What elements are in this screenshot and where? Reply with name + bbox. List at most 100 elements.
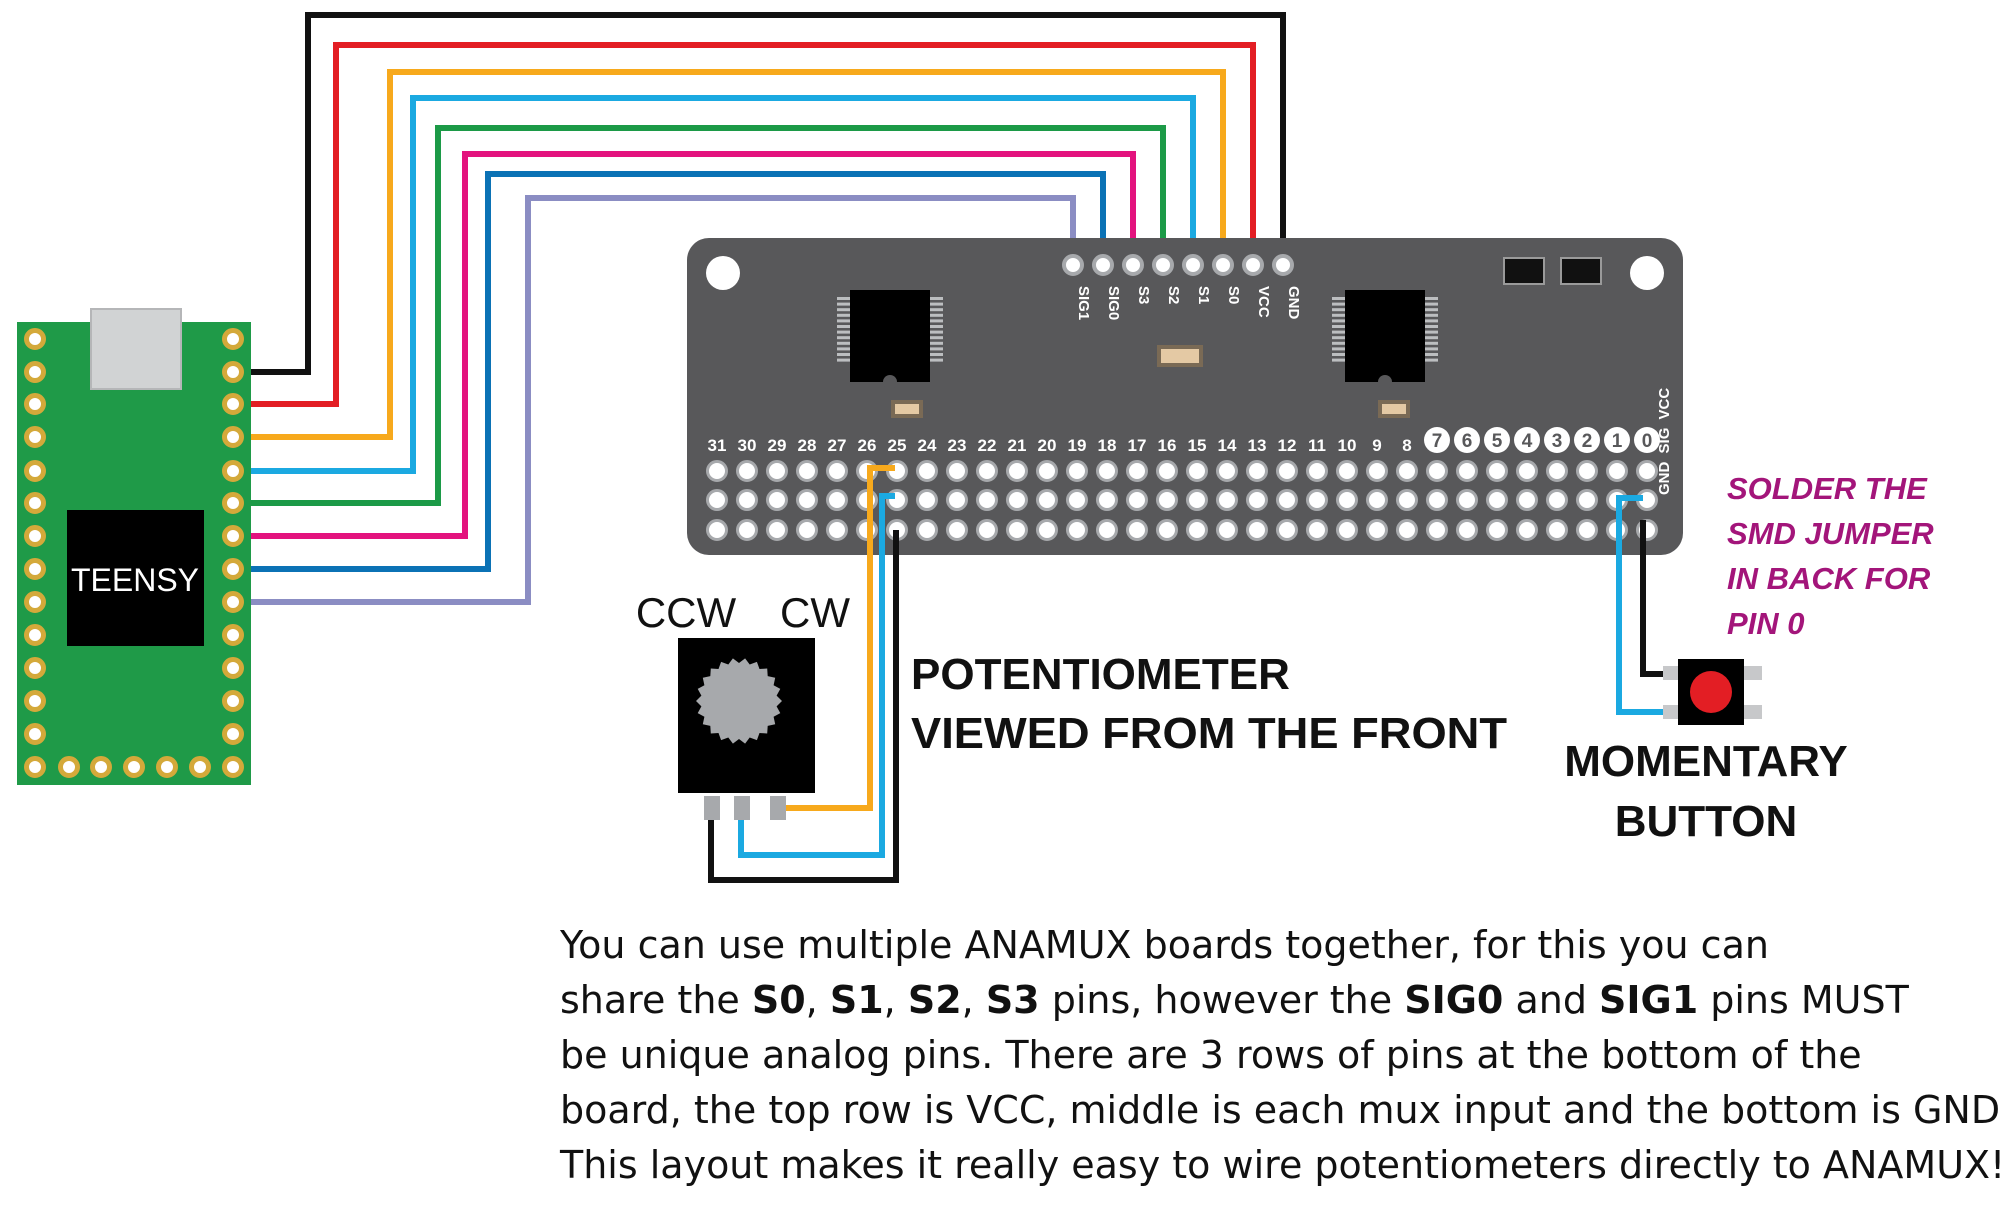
pot-knob: [696, 658, 782, 744]
pot-leg-ccw: [704, 796, 720, 820]
pin-vcc-2: [1576, 460, 1598, 482]
pin-gnd-23: [946, 519, 968, 541]
teensy-pin-left-13: [24, 723, 46, 745]
header-label-gnd: GND: [1285, 286, 1302, 320]
channel-marker-2: [1574, 427, 1600, 453]
header-pin-s1: [1182, 254, 1204, 276]
row-label-sig: SIG: [1656, 428, 1673, 454]
pin-sig-15: [1186, 489, 1208, 511]
header-pin-sig0: [1092, 254, 1114, 276]
channel-marker-4: [1514, 427, 1540, 453]
pin-sig-24: [916, 489, 938, 511]
pot-title-line1: POTENTIOMETER: [911, 650, 1290, 699]
teensy-pin-bottom-4: [156, 756, 178, 778]
pin-gnd-16: [1156, 519, 1178, 541]
pin-sig-27: [826, 489, 848, 511]
pin-sig-23: [946, 489, 968, 511]
channel-number-23: 23: [948, 436, 967, 455]
teensy-pin-right-12: [222, 690, 244, 712]
smd-resistor-left: [891, 400, 923, 418]
channel-marker-6: [1454, 427, 1480, 453]
channel-marker-0: [1634, 427, 1660, 453]
pin-grid: [706, 460, 1658, 541]
pin-gnd-31: [706, 519, 728, 541]
potentiometer-wires: [708, 465, 899, 883]
teensy-pin-right-6: [222, 492, 244, 514]
teensy-pin-header: [24, 328, 244, 778]
button-title-line1: MOMENTARY: [1564, 737, 1848, 786]
channel-marker-1: [1604, 427, 1630, 453]
teensy-pin-bottom-3: [123, 756, 145, 778]
channel-number-12: 12: [1278, 436, 1297, 455]
teensy-pin-bottom-5: [189, 756, 211, 778]
pin-sig-2: [1576, 489, 1598, 511]
row-labels: GND SIG VCC: [1656, 388, 1673, 495]
teensy-pin-right-4: [222, 426, 244, 448]
wire-bundle: [237, 12, 1286, 605]
pin-sig-19: [1066, 489, 1088, 511]
header-label-s3: S3: [1135, 286, 1152, 304]
mux-chips: [837, 290, 1438, 389]
pin-vcc-0: [1636, 460, 1658, 482]
pin-vcc-15: [1186, 460, 1208, 482]
pin-gnd-15: [1186, 519, 1208, 541]
pot-title-line2: VIEWED FROM THE FRONT: [911, 709, 1507, 758]
pin-vcc-12: [1276, 460, 1298, 482]
pin-s3: S3: [985, 978, 1040, 1022]
pin-gnd-18: [1096, 519, 1118, 541]
mounting-hole-right: [1630, 256, 1664, 290]
wire-s0: [237, 69, 1226, 440]
pin-vcc-23: [946, 460, 968, 482]
teensy-pin-right-2: [222, 361, 244, 383]
pin-s2: S2: [907, 978, 962, 1022]
pin-vcc-20: [1036, 460, 1058, 482]
pin-gnd-27: [826, 519, 848, 541]
channel-number-10: 10: [1338, 436, 1357, 455]
mounting-hole-left: [706, 256, 740, 290]
channel-number-16: 16: [1158, 436, 1177, 455]
pin-sig-18: [1096, 489, 1118, 511]
pin-vcc-9: [1366, 460, 1388, 482]
header-pin-gnd: [1272, 254, 1294, 276]
pin-vcc-17: [1126, 460, 1148, 482]
header-pin-vcc: [1242, 254, 1264, 276]
channel-number-17: 17: [1128, 436, 1147, 455]
channel-number-25: 25: [888, 436, 907, 455]
pin-sig-13: [1246, 489, 1268, 511]
pin-gnd-20: [1036, 519, 1058, 541]
channel-number-21: 21: [1008, 436, 1027, 455]
teensy-pin-left-10: [24, 624, 46, 646]
mux-chip-left: [837, 290, 943, 389]
teensy-pin-left-12: [24, 690, 46, 712]
pin-gnd-8: [1396, 519, 1418, 541]
potentiometer: CCW CW POTENTIOMETER VIEWED FROM THE FRO…: [636, 589, 1507, 820]
channel-marker-3: [1544, 427, 1570, 453]
pin-gnd-11: [1306, 519, 1328, 541]
header-pin-sig1: [1062, 254, 1084, 276]
header-pin-s2: [1152, 254, 1174, 276]
teensy-pin-bottom-2: [90, 756, 112, 778]
pin-vcc-30: [736, 460, 758, 482]
pin-gnd-12: [1276, 519, 1298, 541]
teensy-pin-left-5: [24, 460, 46, 482]
pin-gnd-5: [1486, 519, 1508, 541]
pin-gnd-14: [1216, 519, 1238, 541]
jumper-note-line4: PIN 0: [1727, 606, 1805, 641]
channel-number-24: 24: [918, 436, 937, 455]
notes-line-5: This layout makes it really easy to wire…: [560, 1143, 2000, 1187]
teensy-pin-left-11: [24, 657, 46, 679]
channel-number-31: 31: [708, 436, 727, 455]
usb-connector: [90, 308, 182, 390]
teensy-pin-corner-left: [24, 756, 46, 778]
channel-marker-5: [1484, 427, 1510, 453]
jumper-note-line3: IN BACK FOR: [1727, 561, 1931, 596]
usage-notes: You can use multiple ANAMUX boards toget…: [560, 918, 2000, 1193]
pin-vcc-1: [1606, 460, 1628, 482]
header-label-sig0: SIG0: [1105, 286, 1122, 320]
pin-vcc-6: [1456, 460, 1478, 482]
pin-vcc-29: [766, 460, 788, 482]
pin-sig-12: [1276, 489, 1298, 511]
teensy-pin-right-10: [222, 624, 244, 646]
